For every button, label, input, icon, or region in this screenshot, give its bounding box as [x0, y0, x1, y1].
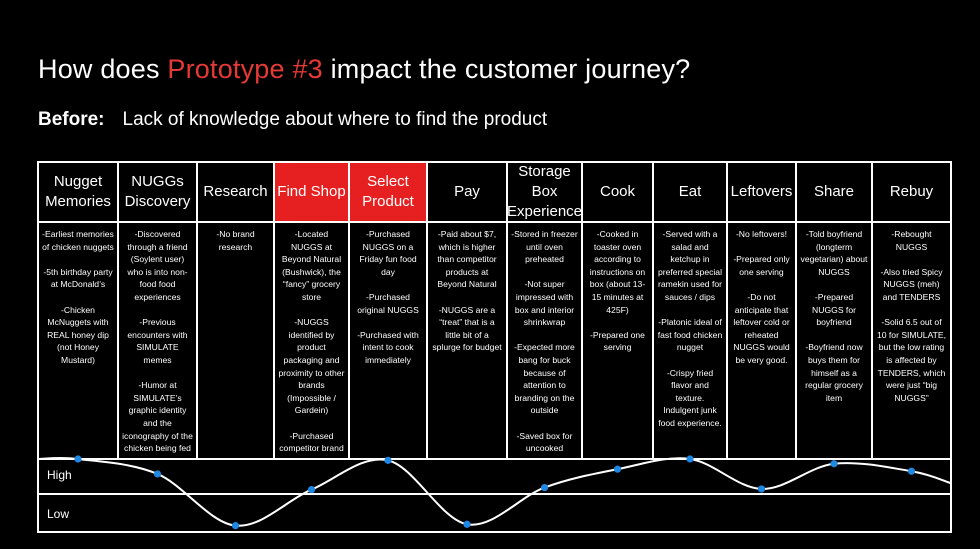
column-header-11: Rebuy — [889, 183, 934, 200]
column-notes-3: -Located NUGGS at Beyond Natural (Bushwi… — [278, 229, 345, 459]
column-notes-9: -No leftovers! -Prepared only one servin… — [733, 229, 790, 365]
column-notes-4: -Purchased NUGGS on a Friday fun food da… — [357, 229, 419, 365]
column-header-9: Leftovers — [730, 183, 793, 200]
page-title: How does Prototype #3 impact the custome… — [38, 54, 690, 85]
column-header-3: Find Shop — [274, 162, 349, 222]
journey-point-10 — [830, 460, 838, 468]
column-notes-2: -No brand research — [216, 229, 255, 252]
journey-point-6 — [540, 483, 549, 492]
column-header-4: Select Product — [349, 162, 427, 222]
level-low-label: Low — [47, 507, 70, 521]
column-notes-5: -Paid about $7, which is higher than com… — [432, 229, 502, 353]
journey-point-4 — [384, 456, 392, 464]
column-header-8: Eat — [678, 183, 702, 200]
column-header-5: Pay — [454, 183, 480, 200]
column-header-0: Nugget Memories — [45, 173, 111, 210]
journey-point-8 — [686, 455, 694, 463]
level-high-label: High — [47, 468, 72, 482]
column-notes-8: -Served with a salad and ketchup in pref… — [657, 229, 723, 428]
column-notes-0: -Earliest memories of chicken nuggets -5… — [42, 229, 114, 365]
column-header-10: Share — [813, 183, 855, 200]
journey-point-5 — [463, 520, 471, 528]
column-header-2: Research — [203, 183, 268, 200]
title-highlight: Prototype #3 — [167, 54, 323, 84]
column-header-7: Cook — [599, 183, 636, 200]
journey-point-0 — [74, 455, 82, 463]
journey-point-3 — [307, 486, 316, 494]
column-notes-10: -Told boyfriend (longterm vegetarian) ab… — [800, 229, 868, 403]
journey-curve — [37, 456, 952, 527]
journey-point-11 — [907, 467, 916, 475]
column-notes-11: -Rebought NUGGS -Also tried Spicy NUGGS … — [876, 229, 947, 403]
column-notes-1: -Discovered through a friend (Soylent us… — [122, 229, 193, 459]
before-label: Before: — [38, 109, 105, 130]
column-header-1: NUGGs Discovery — [124, 173, 191, 210]
before-text: Lack of knowledge about where to find th… — [122, 109, 548, 130]
title-suffix: impact the customer journey? — [322, 54, 691, 84]
before-statement: Before: Lack of knowledge about where to … — [38, 109, 547, 131]
column-notes-7: -Cooked in toaster oven according to ins… — [589, 229, 646, 353]
journey-point-1 — [153, 470, 162, 478]
column-notes-6: -Stored in freezer until oven preheated … — [511, 229, 578, 459]
column-header-6: Storage Box Experience — [506, 163, 583, 220]
journey-point-7 — [613, 465, 622, 473]
journey-point-2 — [231, 522, 240, 530]
title-prefix: How does — [38, 54, 168, 84]
journey-point-9 — [757, 485, 766, 493]
